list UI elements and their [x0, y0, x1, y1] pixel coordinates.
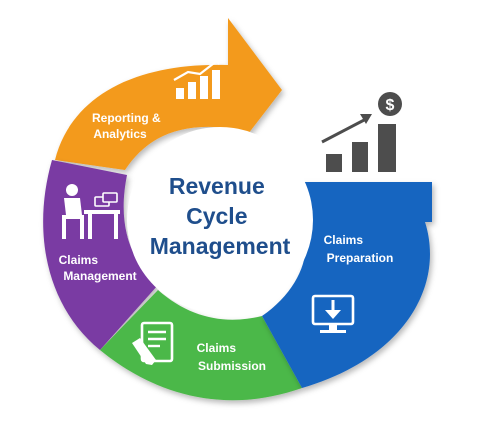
preparation-label-line-1: Claims	[324, 233, 364, 247]
monitor-download-icon	[311, 294, 355, 333]
management-label: Claims Management	[59, 253, 137, 283]
bar-chart-up-arrow-icon	[173, 57, 221, 99]
dollar-coin-icon	[378, 92, 402, 116]
person-at-desk-money-icon	[62, 184, 120, 239]
preparation-label-line-2: Preparation	[327, 251, 394, 265]
segment-reporting	[55, 18, 282, 170]
reporting-arrow-shape	[55, 18, 282, 170]
submission-label-line-2: Submission	[198, 359, 266, 373]
reporting-label-line-1: Reporting &	[92, 111, 161, 125]
center-title-line-1: Revenue	[169, 173, 265, 199]
dollar-sign: $	[386, 97, 395, 114]
management-label-line-2: Management	[63, 269, 136, 283]
center-title-line-2: Cycle	[186, 203, 247, 229]
submission-label: Claims Submission	[197, 341, 266, 373]
reporting-label-line-2: Analytics	[93, 127, 147, 141]
center-title-line-3: Management	[150, 233, 291, 259]
reporting-label: Reporting & Analytics	[92, 111, 164, 141]
submission-shape	[100, 290, 302, 401]
segment-submission	[100, 290, 302, 401]
center-title: Revenue Cycle Management	[150, 173, 291, 259]
submission-label-line-1: Claims	[197, 341, 237, 355]
document-pen-icon	[132, 321, 174, 365]
management-label-line-1: Claims	[59, 253, 99, 267]
center-disc	[127, 127, 313, 313]
preparation-label: Claims Preparation	[324, 233, 394, 265]
growth-chart-dollar-icon: $	[321, 92, 402, 172]
